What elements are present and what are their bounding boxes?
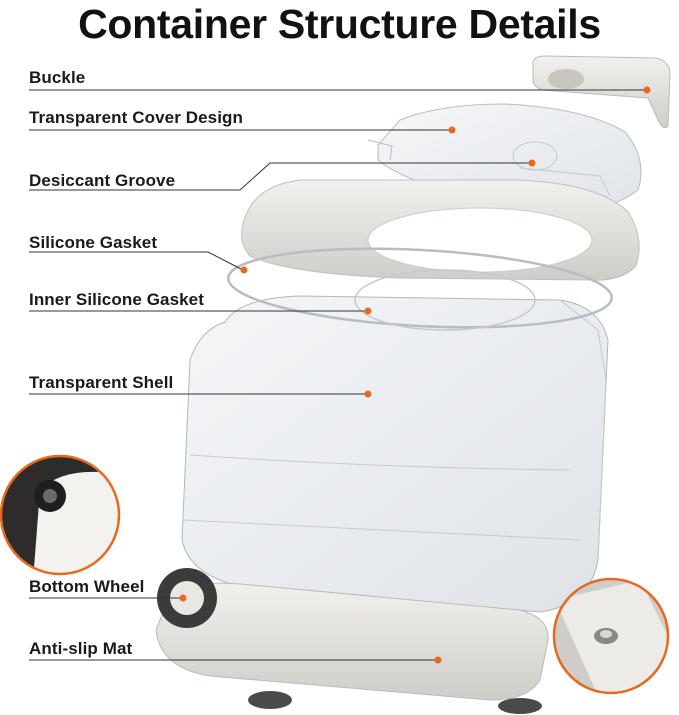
label-anti-slip-mat: Anti-slip Mat bbox=[29, 639, 133, 658]
buckle-part bbox=[532, 55, 671, 129]
leader-lines bbox=[29, 89, 646, 661]
label-transparent-cover-design: Transparent Cover Design bbox=[29, 108, 244, 127]
base-part bbox=[155, 582, 549, 714]
callout-dots bbox=[179, 86, 651, 664]
label-silicone-gasket: Silicone Gasket bbox=[29, 233, 158, 252]
inner-silicone-gasket-part bbox=[354, 269, 536, 331]
transparent-shell-part bbox=[181, 295, 609, 613]
label-desiccant-groove: Desiccant Groove bbox=[29, 171, 176, 190]
silicone-gasket-part bbox=[227, 247, 613, 329]
label-inner-silicone-gasket: Inner Silicone Gasket bbox=[29, 290, 204, 309]
mat-detail-inset bbox=[552, 577, 670, 695]
label-transparent-shell: Transparent Shell bbox=[29, 373, 174, 392]
label-bottom-wheel: Bottom Wheel bbox=[29, 577, 145, 596]
page-title: Container Structure Details bbox=[78, 1, 601, 47]
lid-ring-part bbox=[241, 179, 640, 281]
label-buckle: Buckle bbox=[29, 68, 86, 87]
bottom-wheel-part bbox=[157, 568, 217, 628]
wheel-detail-inset bbox=[0, 454, 121, 576]
